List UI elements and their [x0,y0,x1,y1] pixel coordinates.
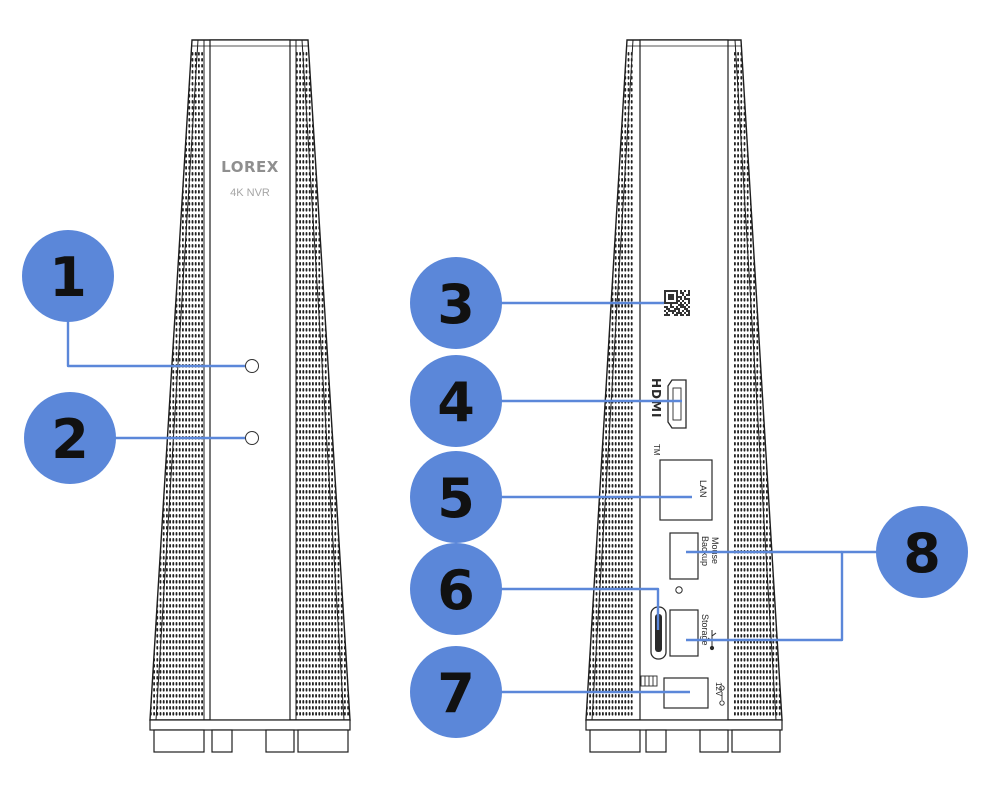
front-led-lower [245,431,259,445]
lan-port-label: LAN [698,480,708,498]
front-model-label: 4K NVR [230,187,270,199]
usb-port-storage [669,609,699,657]
callout-badge-8: 8 [876,506,968,598]
front-brand-logo: LOREX [221,158,279,176]
usb-mouse-label: Mouse [710,537,720,564]
hdmi-tm-mark: TM [652,444,661,456]
lan-port [659,459,713,521]
sd-card-icon [640,675,658,687]
callout-badge-7: 7 [410,646,502,738]
callout-badge-2: 2 [24,392,116,484]
power-polarity-icon [719,685,725,706]
back-right-vent [734,52,781,716]
front-right-vent [296,52,349,716]
back-base [585,719,783,753]
front-view: LOREX 4K NVR [149,39,351,753]
callout-badge-5: 5 [410,451,502,543]
callout-badge-1: 1 [22,230,114,322]
leader-lines [66,301,880,694]
callout-badges: 1 2 3 4 5 6 7 8 [22,230,968,738]
leader-line-1 [66,320,245,368]
front-led-upper [245,359,259,373]
callout-badge-3: 3 [410,257,502,349]
front-center-panel [209,39,291,721]
leader-line-8 [686,550,880,642]
leader-line-6 [480,587,660,630]
callout-badge-4: 4 [410,355,502,447]
usb-storage-label: Storage [700,614,710,646]
callout-badge-6: 6 [410,543,502,635]
back-left-vent [586,52,633,716]
hdmi-port [667,379,687,429]
power-voltage-label: 12V [714,682,723,697]
front-base [149,719,351,753]
usb-port-mouse-backup [669,532,699,580]
reset-pinhole [675,586,683,594]
hdmi-logo: HDMI [649,378,663,418]
qr-code [663,289,691,317]
back-view: HDMI TM LAN Mouse Backup Storage 12V [585,39,783,753]
